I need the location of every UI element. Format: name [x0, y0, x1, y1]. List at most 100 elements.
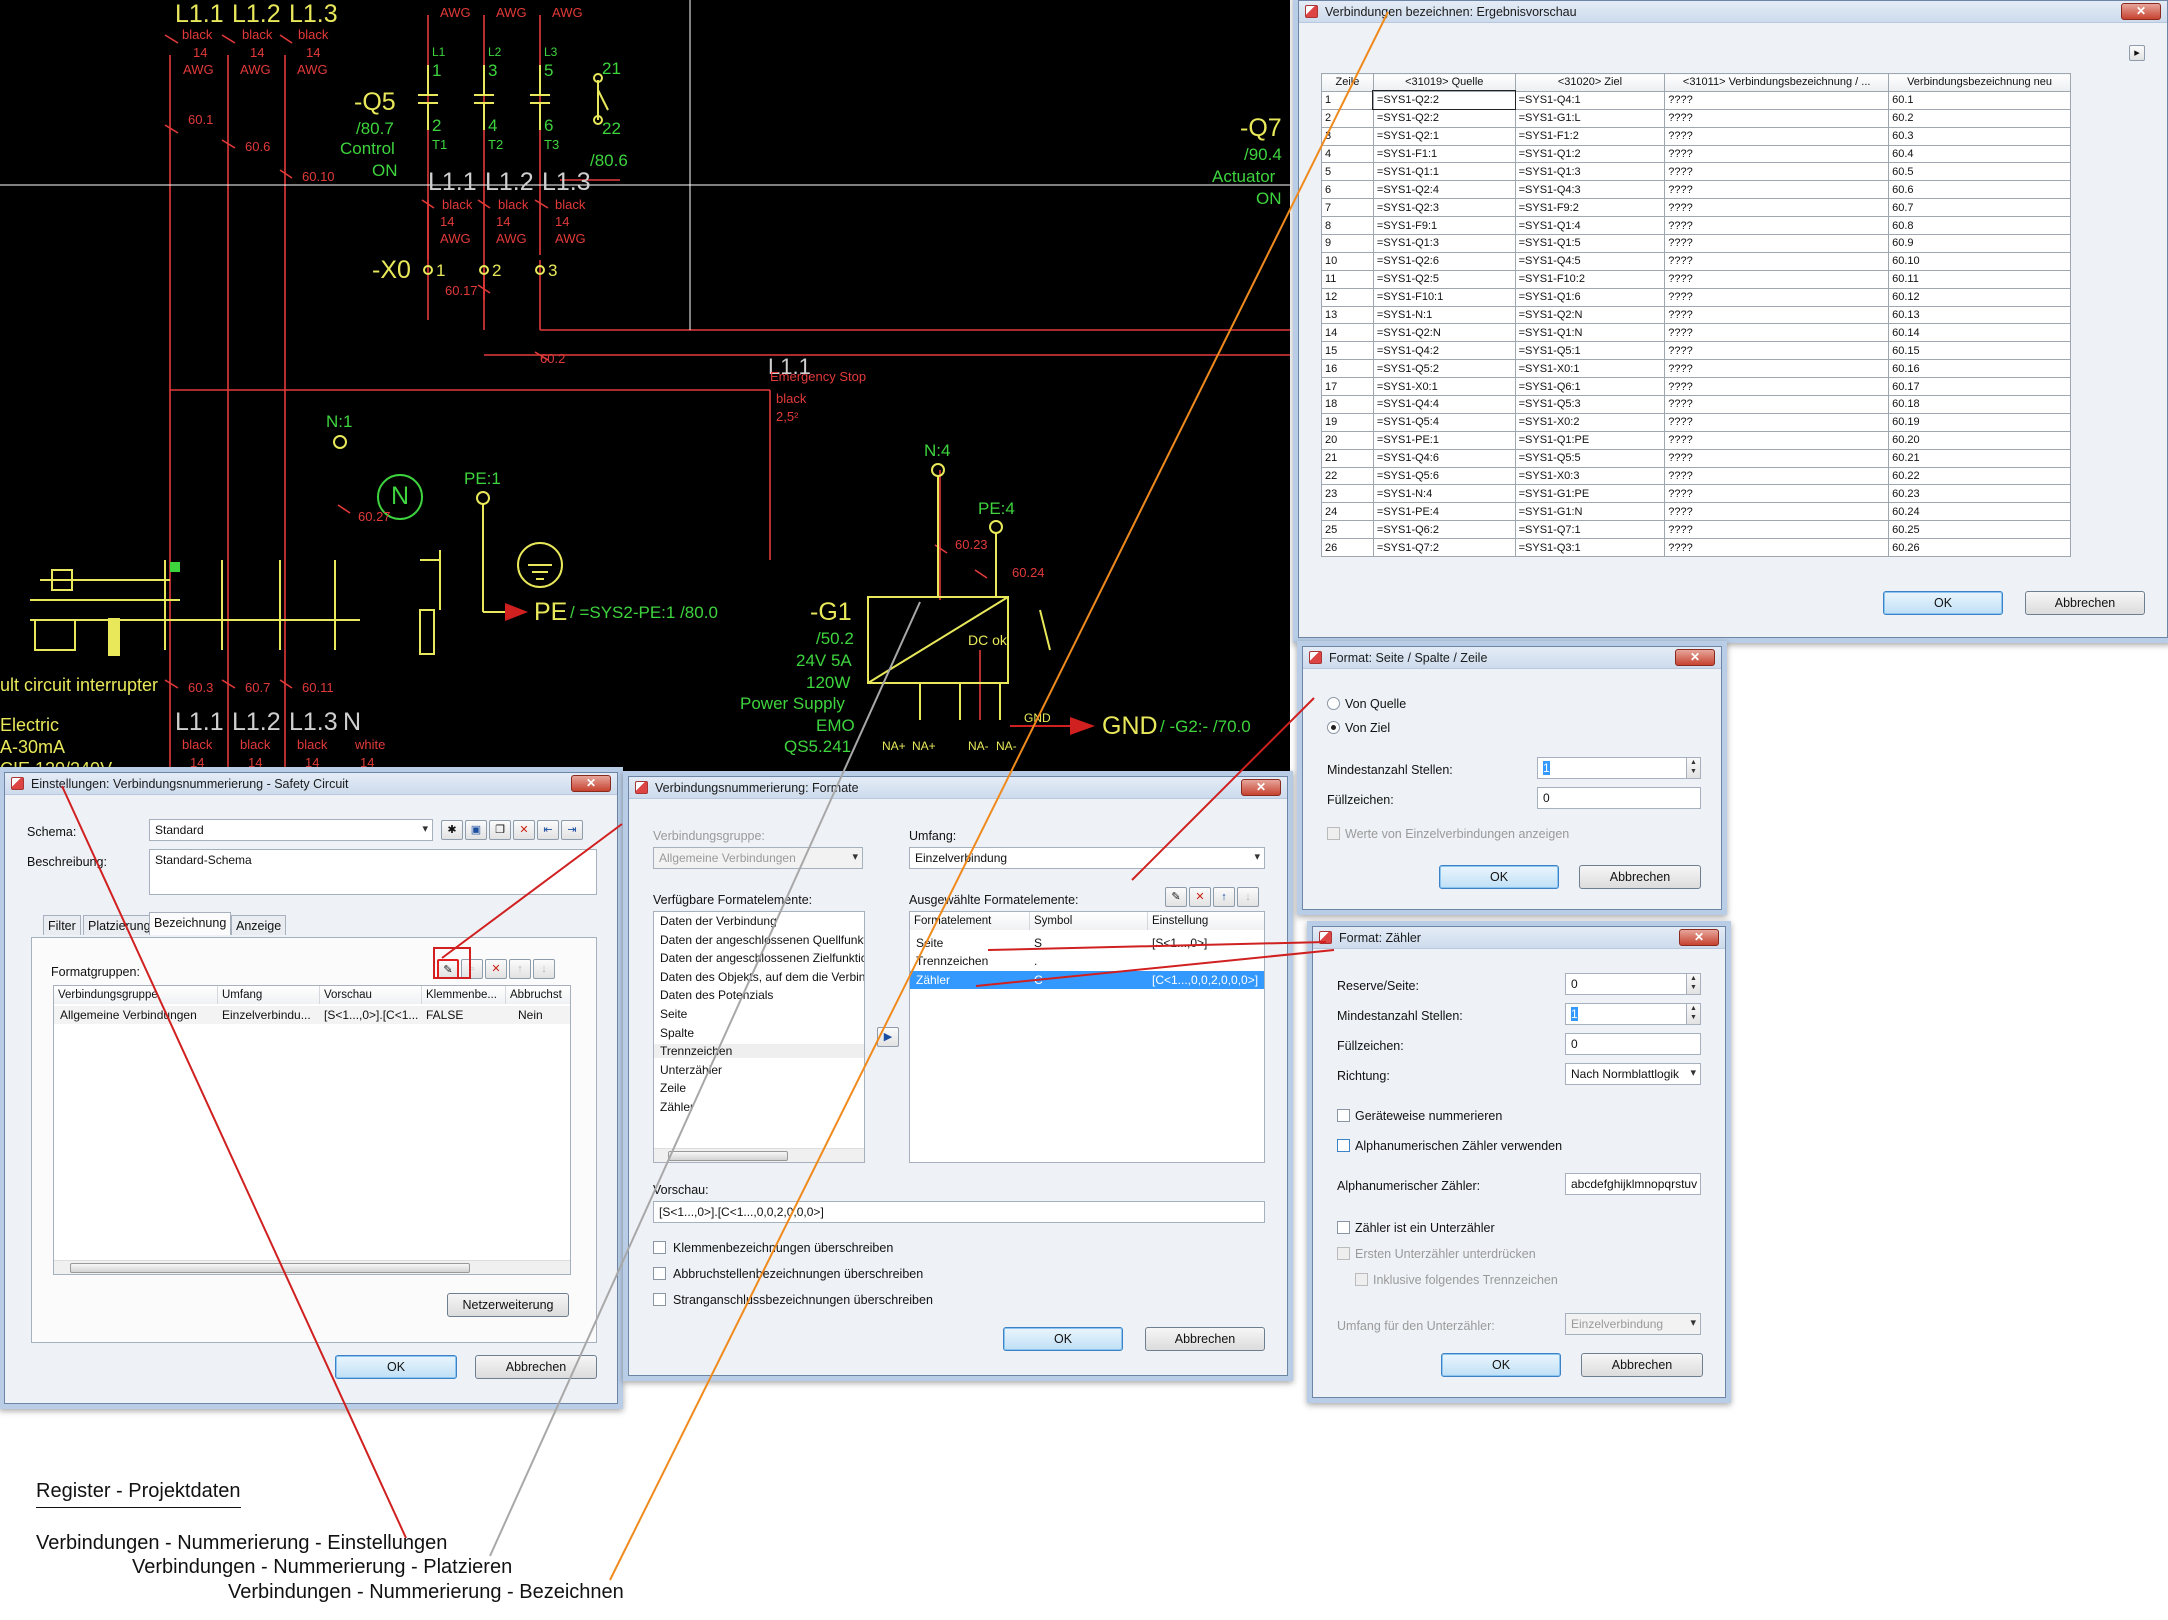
table-cell[interactable]: =SYS1-Q4:3 [1514, 180, 1666, 200]
counter-format-titlebar[interactable]: Format: Zähler ✕ [1313, 927, 1725, 949]
table-row[interactable]: 8=SYS1-F9:1=SYS1-Q1:4????60.8 [1321, 216, 2071, 236]
table-cell[interactable]: =SYS1-N:1 [1372, 305, 1516, 325]
table-cell[interactable]: =SYS1-G1:N [1514, 502, 1666, 522]
col-header[interactable]: Einstellung [1148, 912, 1264, 930]
list-item[interactable]: Zeile [660, 1081, 687, 1096]
table-cell[interactable]: 60.12 [1888, 287, 2071, 307]
fill-char-input[interactable]: 0 [1565, 1033, 1701, 1055]
table-cell[interactable]: =SYS1-Q5:6 [1372, 466, 1516, 486]
checkbox-label[interactable]: Zähler ist ein Unterzähler [1355, 1221, 1495, 1235]
table-cell[interactable]: ???? [1664, 216, 1890, 236]
fill-char-input[interactable]: 0 [1537, 787, 1701, 809]
table-cell[interactable]: =SYS1-G1:L [1514, 108, 1666, 128]
table-cell[interactable]: =SYS1-Q6:2 [1372, 520, 1516, 540]
list-item[interactable]: Seite S [S<1...,0>] [910, 934, 1264, 952]
table-cell[interactable]: =SYS1-Q2:1 [1372, 126, 1516, 146]
col-header[interactable]: Formatelement [910, 912, 1030, 930]
table-cell[interactable]: =SYS1-F10:1 [1372, 287, 1516, 307]
table-cell[interactable]: 9 [1321, 234, 1374, 253]
table-row[interactable]: 21=SYS1-Q4:6=SYS1-Q5:5????60.21 [1321, 448, 2071, 468]
table-cell[interactable]: 5 [1321, 162, 1374, 182]
export-icon[interactable]: ⇥ [561, 820, 583, 840]
direction-select[interactable]: Nach Normblattlogik [1565, 1063, 1701, 1085]
tab-placement[interactable]: Platzierung [83, 915, 156, 935]
save-icon[interactable]: ▣ [465, 820, 487, 840]
table-cell[interactable]: 60.6 [1888, 180, 2071, 200]
table-cell[interactable]: 20 [1321, 430, 1374, 450]
table-cell[interactable]: ???? [1664, 377, 1890, 397]
move-down-icon[interactable]: ↓ [1237, 887, 1259, 907]
close-icon[interactable]: ✕ [1241, 779, 1281, 796]
table-cell[interactable]: 13 [1321, 305, 1374, 325]
col-header[interactable]: <31019> Quelle [1372, 73, 1516, 92]
table-row[interactable]: 24=SYS1-PE:4=SYS1-G1:N????60.24 [1321, 502, 2071, 522]
list-item[interactable]: Trennzeichen [654, 1044, 864, 1059]
table-cell[interactable]: ???? [1664, 180, 1890, 200]
checkbox[interactable] [1327, 827, 1340, 840]
schematic-canvas[interactable]: L1.1 L1.2 L1.3 black black black 14 14 1… [0, 0, 1290, 780]
table-cell[interactable]: 60.19 [1888, 412, 2071, 432]
col-header[interactable]: Zeile [1321, 73, 1374, 92]
table-cell[interactable]: 60.18 [1888, 395, 2071, 414]
table-cell[interactable]: =SYS1-Q5:4 [1372, 412, 1516, 432]
table-cell[interactable]: =SYS1-X0:1 [1372, 377, 1516, 397]
table-cell[interactable]: =SYS1-Q1:4 [1514, 216, 1666, 236]
table-row[interactable]: 19=SYS1-Q5:4=SYS1-X0:2????60.19 [1321, 412, 2071, 432]
alpha-counter-input[interactable]: abcdefghijklmnopqrstuv [1565, 1173, 1701, 1195]
table-cell[interactable]: =SYS1-Q1:1 [1372, 162, 1516, 182]
h-scrollbar[interactable] [654, 1148, 864, 1162]
list-item[interactable]: Daten des Potenzials [660, 988, 774, 1003]
table-cell[interactable]: =SYS1-Q2:2 [1372, 108, 1516, 128]
table-cell[interactable]: 60.26 [1888, 538, 2071, 558]
table-row[interactable]: 26=SYS1-Q7:2=SYS1-Q3:1????60.26 [1321, 538, 2071, 558]
table-cell[interactable]: 14 [1321, 323, 1374, 343]
table-row[interactable]: 16=SYS1-Q5:2=SYS1-X0:1????60.16 [1321, 359, 2071, 379]
move-up-icon[interactable]: ↑ [1213, 887, 1235, 907]
table-row[interactable]: 12=SYS1-F10:1=SYS1-Q1:6????60.12 [1321, 287, 2071, 307]
table-cell[interactable]: 60.11 [1888, 269, 2071, 289]
table-cell[interactable]: =SYS1-Q2:4 [1372, 180, 1516, 200]
reserve-stepper[interactable]: 0▲▼ [1565, 973, 1701, 995]
checkbox-label[interactable]: Alphanumerischen Zähler verwenden [1355, 1139, 1563, 1153]
ok-button[interactable]: OK [1883, 591, 2003, 615]
col-header[interactable]: Verbindungsgruppe [54, 986, 218, 1004]
available-elements-list[interactable]: Zähler Zeile Unterzähler Trennzeichen Spalte… [653, 911, 865, 1163]
table-cell[interactable]: 21 [1321, 448, 1374, 468]
list-item[interactable]: Daten der angeschlossenen Quellfunkt [660, 932, 865, 947]
page-format-titlebar[interactable]: Format: Seite / Spalte / Zeile ✕ [1303, 647, 1721, 669]
list-item-selected[interactable]: Zähler C [C<1...,0,0,2,0,0,0>] [910, 971, 1264, 989]
table-cell[interactable]: =SYS1-F9:2 [1514, 198, 1666, 218]
table-cell[interactable]: =SYS1-PE:1 [1372, 430, 1516, 450]
scope-select[interactable]: Einzelverbindung [909, 847, 1265, 869]
close-icon[interactable]: ✕ [571, 775, 611, 792]
table-cell[interactable]: =SYS1-Q4:5 [1514, 251, 1666, 271]
table-cell[interactable]: ???? [1664, 430, 1890, 450]
list-item[interactable]: Unterzähler [660, 1062, 723, 1077]
cancel-button[interactable]: Abbrechen [1581, 1353, 1703, 1377]
checkbox-label[interactable]: Stranganschlussbezeichnungen überschreib… [673, 1293, 933, 1307]
table-cell[interactable]: 15 [1321, 341, 1374, 361]
tab-designation[interactable]: Bezeichnung [149, 912, 232, 935]
table-cell[interactable]: =SYS1-X0:3 [1514, 466, 1666, 486]
cancel-button[interactable]: Abbrechen [475, 1355, 597, 1379]
table-cell[interactable]: 60.16 [1888, 359, 2071, 379]
list-item[interactable]: Zähler [660, 1100, 695, 1114]
checkbox[interactable] [653, 1241, 666, 1254]
table-cell[interactable]: 60.3 [1888, 126, 2071, 146]
table-row[interactable]: 17=SYS1-X0:1=SYS1-Q6:1????60.17 [1321, 377, 2071, 397]
ok-button[interactable]: OK [1439, 865, 1559, 889]
table-cell[interactable]: 1 [1321, 90, 1374, 110]
checkbox-label[interactable]: Abbruchstellenbezeichnungen überschreibe… [673, 1267, 924, 1281]
table-cell[interactable]: =SYS1-F1:1 [1372, 144, 1516, 164]
table-row[interactable]: 5=SYS1-Q1:1=SYS1-Q1:3????60.5 [1321, 162, 2071, 182]
h-scrollbar[interactable] [54, 1260, 570, 1274]
table-row[interactable]: 11=SYS1-Q2:5=SYS1-F10:2????60.11 [1321, 269, 2071, 289]
table-cell[interactable]: 24 [1321, 502, 1374, 522]
new-icon[interactable]: ▫ [461, 959, 483, 979]
table-cell[interactable]: ???? [1664, 341, 1890, 361]
list-item[interactable]: Spalte [660, 1025, 695, 1040]
table-cell[interactable]: =SYS1-PE:4 [1372, 502, 1516, 522]
table-cell[interactable]: 60.23 [1888, 484, 2071, 504]
table-cell[interactable]: =SYS1-Q1:PE [1514, 430, 1666, 450]
table-cell[interactable]: =SYS1-Q5:5 [1514, 448, 1666, 468]
